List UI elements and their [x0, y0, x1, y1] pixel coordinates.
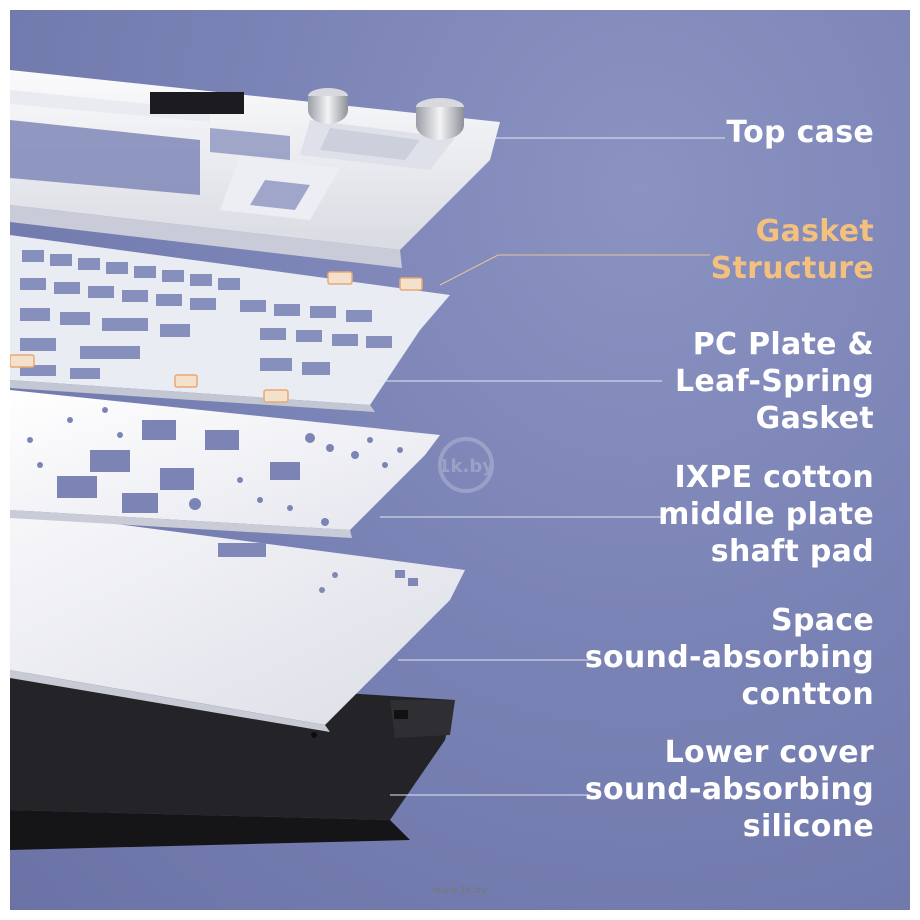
- top-case-layer: [10, 70, 500, 268]
- product-diagram: 1k.by Top case Gasket Structure PC Plate…: [10, 10, 910, 910]
- label-lower-line2: sound-absorbing: [584, 772, 874, 807]
- gasket-pads: [10, 271, 423, 403]
- label-pc-line1: PC Plate &: [692, 327, 874, 362]
- label-pc-line3: Gasket: [755, 401, 874, 436]
- volume-knob: [308, 88, 348, 124]
- label-lower-line1: Lower cover: [664, 735, 874, 770]
- label-space-cotton: Space sound-absorbing contton: [585, 602, 874, 713]
- label-gasket-line1: Gasket: [755, 214, 874, 249]
- label-ixpe-line3: shaft pad: [710, 534, 874, 569]
- label-ixpe-line2: middle plate: [658, 497, 874, 532]
- keyboard-exploded-view: [10, 70, 725, 850]
- pc-plate-layer: [10, 235, 450, 412]
- label-top-case-text: Top case: [726, 115, 874, 150]
- label-gasket-structure: Gasket Structure: [711, 213, 874, 287]
- label-ixpe-line1: IXPE cotton: [674, 460, 874, 495]
- label-gasket-line2: Structure: [710, 251, 874, 286]
- function-knob: [416, 98, 464, 140]
- site-logo-watermark: 1k.by: [438, 437, 494, 493]
- label-lower-cover: Lower cover sound-absorbing silicone: [585, 734, 874, 845]
- label-space-line2: sound-absorbing: [584, 640, 874, 675]
- lower-cover-layer: [10, 672, 455, 850]
- site-watermark: www.1k.by: [432, 885, 488, 896]
- label-top-case: Top case: [726, 114, 874, 151]
- leader-lines: [378, 137, 725, 796]
- label-pc-plate: PC Plate & Leaf-Spring Gasket: [675, 326, 874, 437]
- label-pc-line2: Leaf-Spring: [675, 364, 874, 399]
- space-cotton-layer: [10, 510, 465, 732]
- display-screen: [150, 92, 244, 114]
- label-space-line1: Space: [771, 603, 874, 638]
- label-ixpe-cotton: IXPE cotton middle plate shaft pad: [658, 459, 874, 570]
- label-space-line3: contton: [741, 677, 874, 712]
- label-lower-line3: silicone: [742, 809, 874, 844]
- ixpe-plate-layer: [10, 390, 440, 538]
- svg-text:1k.by: 1k.by: [438, 456, 494, 477]
